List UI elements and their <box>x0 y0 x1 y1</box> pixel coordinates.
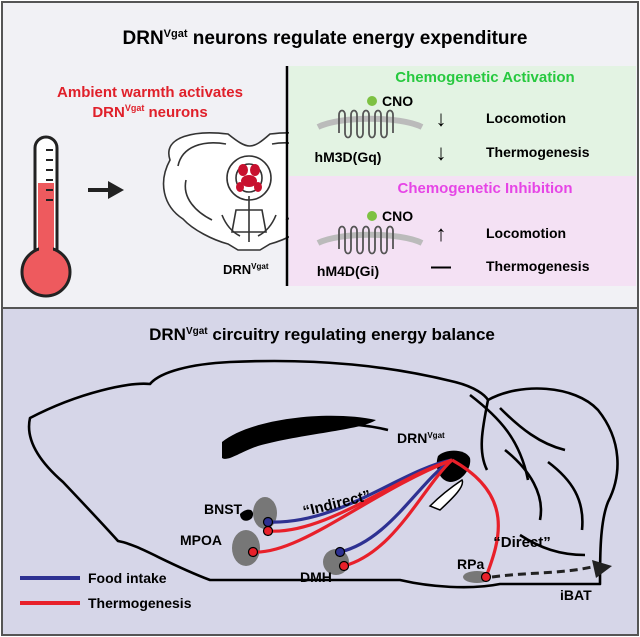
drn-vgat-label: DRNVgat <box>397 430 445 446</box>
locomotion-down-icon: ↓ <box>436 106 447 131</box>
receptor-gq-icon <box>316 109 424 139</box>
receptor-gq-label: hM3D(Gq) <box>315 149 382 165</box>
legend: Food intake Thermogenesis <box>20 570 192 611</box>
receptor-gi-icon <box>316 225 424 255</box>
legend-label-thermogenesis: Thermogenesis <box>88 595 192 611</box>
thermometer-icon <box>20 135 72 298</box>
ibat-label: iBAT <box>560 587 592 603</box>
arrow-right-icon <box>88 181 124 199</box>
ventricle-shape <box>222 415 376 459</box>
direct-label: “Direct” <box>493 534 551 551</box>
activation-title: Chemogenetic Activation <box>395 69 574 86</box>
cno-label: CNO <box>382 93 413 109</box>
warmth-text-line2: DRNVgat neurons <box>92 103 207 121</box>
drn-neurons-icon <box>236 164 262 192</box>
inhibition-box <box>289 176 636 286</box>
rpa-label: RPa <box>457 556 484 572</box>
mpoa-label: MPOA <box>180 532 222 548</box>
dmh-label: DMH <box>300 569 332 585</box>
cno-dot <box>367 96 377 106</box>
cno-label: CNO <box>382 208 413 224</box>
locomotion-up-icon: ↑ <box>436 221 447 246</box>
receptor-gi-label: hM4D(Gi) <box>317 263 379 279</box>
thermogenesis-down-icon: ↓ <box>436 140 447 165</box>
warmth-text-line1: Ambient warmth activates <box>57 84 243 101</box>
aqueduct-shape <box>428 478 464 511</box>
top-title: DRNVgat neurons regulate energy expendit… <box>123 28 528 49</box>
inhibition-title: Chemogenetic Inhibition <box>398 180 573 197</box>
legend-label-food-intake: Food intake <box>88 570 167 586</box>
thermogenesis-projections <box>252 458 500 578</box>
bnst-label: BNST <box>204 501 243 517</box>
inhibition-locomotion-label: Locomotion <box>486 225 566 241</box>
thermogenesis-nochange-icon: — <box>431 256 451 278</box>
projection-terminals <box>247 516 492 583</box>
activation-thermogenesis-label: Thermogenesis <box>486 144 590 160</box>
bottom-title: DRNVgat circuitry regulating energy bala… <box>149 325 495 344</box>
anterior-commissure-shape <box>240 509 254 521</box>
drn-vgat-label: DRNVgat <box>223 262 269 277</box>
cno-dot <box>367 211 377 221</box>
drn-region <box>436 450 471 482</box>
inhibition-thermogenesis-label: Thermogenesis <box>486 258 590 274</box>
ibat-arrow-icon <box>491 560 612 579</box>
activation-locomotion-label: Locomotion <box>486 110 566 126</box>
food-intake-projections <box>267 458 453 554</box>
